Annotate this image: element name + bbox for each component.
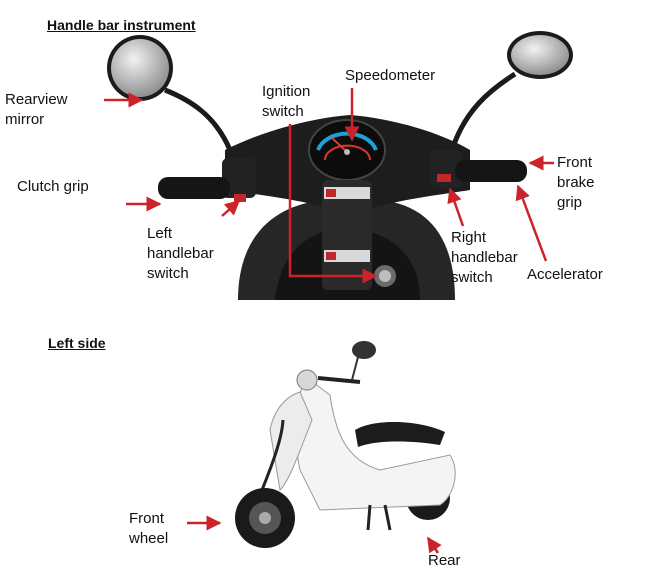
speedometer-dial — [308, 119, 386, 181]
label-ignition-switch: Ignition switch — [262, 83, 311, 120]
handlebar-section-heading: Handle bar instrument — [47, 17, 196, 33]
left-mirror — [107, 35, 233, 151]
label-front-brake-grip: Front brake grip — [557, 154, 595, 211]
left-side-section-heading: Left side — [48, 335, 106, 351]
arrow-rear — [426, 536, 442, 554]
label-front-wheel: Front wheel — [129, 510, 169, 547]
label-right-handlebar-switch: Right handlebar switch — [451, 229, 518, 286]
scooter-photo — [235, 341, 456, 548]
arrow-ignition-switch — [288, 124, 378, 284]
handlebar-photo — [107, 31, 573, 300]
ignition-key — [374, 265, 396, 287]
arrow-accelerator — [515, 184, 548, 262]
label-rear: Rear — [428, 552, 461, 569]
label-rearview-mirror: Rearview mirror — [5, 91, 68, 128]
arrow-left-switch — [221, 200, 241, 217]
right-mirror — [449, 31, 573, 151]
label-accelerator: Accelerator — [527, 266, 603, 283]
label-speedometer: Speedometer — [345, 67, 436, 84]
arrow-right-switch — [447, 187, 465, 227]
label-clutch-grip: Clutch grip — [17, 178, 89, 195]
callout-arrows — [104, 88, 554, 554]
label-left-handlebar-switch: Left handlebar switch — [147, 225, 214, 282]
